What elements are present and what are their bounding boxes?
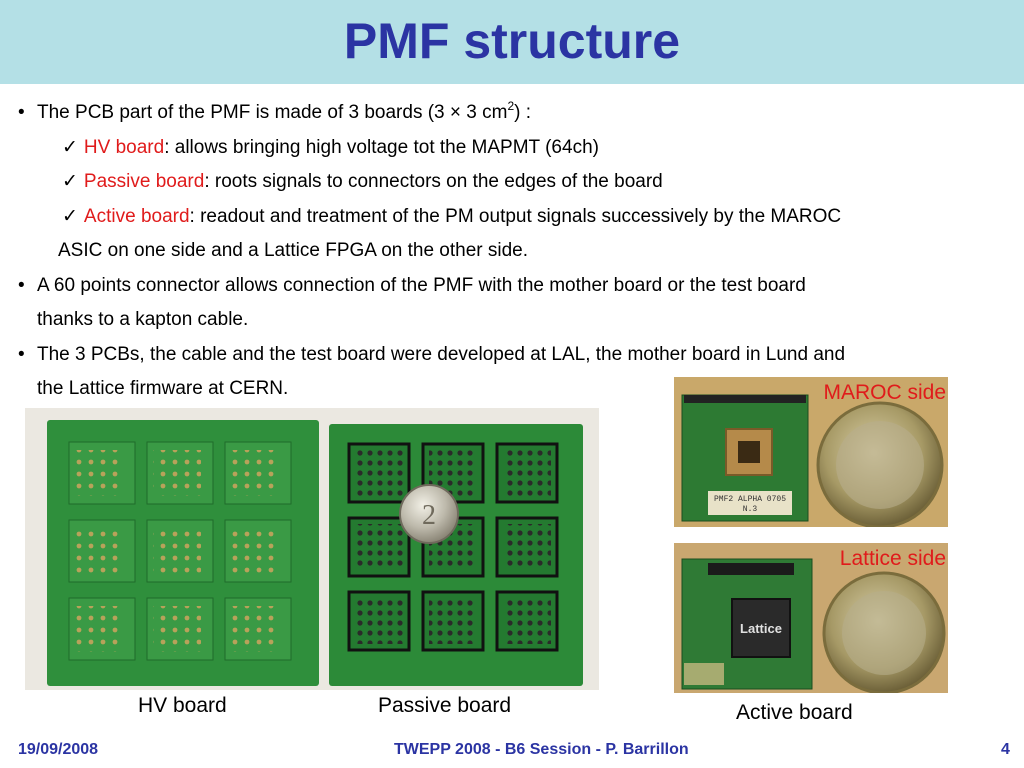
bullet-development: • The 3 PCBs, the cable and the test boa… — [18, 338, 1018, 373]
checkmark-icon: ✓ — [62, 205, 78, 227]
caption-passive-board: Passive board — [378, 694, 512, 717]
sub-item-hv-board: ✓HV board: allows bringing high voltage … — [62, 136, 599, 158]
lattice-chip — [731, 598, 791, 658]
caption-hv-board: HV board — [138, 694, 227, 717]
svg-text:N.3: N.3 — [743, 505, 758, 514]
checkmark-icon: ✓ — [62, 171, 78, 192]
bullet-dot: • — [18, 343, 25, 365]
maroc-side-label: MAROC side — [823, 381, 946, 404]
slide-title: PMF structure — [343, 13, 681, 69]
sub-item-active-board: ✓Active board: readout and treatment of … — [62, 205, 842, 227]
sub-item-passive-board: ✓Passive board: roots signals to connect… — [62, 171, 663, 192]
bullet-dot: • — [18, 274, 25, 296]
caption-active-board: Active board — [736, 701, 853, 724]
maroc-side-photo: PMF2 ALPHA 0705 N.3 MAROC side — [674, 377, 948, 527]
lattice-chip-text: Lattice — [740, 621, 782, 636]
hv-board-cells — [68, 441, 292, 661]
lattice-side-photo: Lattice Lattice side — [674, 543, 948, 693]
bullet-dot: • — [18, 102, 25, 123]
passive-board-cells — [347, 442, 559, 652]
lattice-side-label: Lattice side — [840, 547, 946, 570]
boards-photo: 2 — [25, 408, 599, 690]
footer-page-number: 4 — [1001, 741, 1010, 758]
footer-event: TWEPP 2008 - B6 Session - P. Barrillon — [394, 741, 689, 758]
coin-icon — [399, 484, 459, 544]
sub-item-active-board-continuation: ASIC on one side and a Lattice FPGA on t… — [58, 240, 529, 261]
slide-body: • The PCB part of the PMF is made of 3 b… — [18, 96, 1018, 407]
term-passive-board: Passive board — [83, 171, 205, 192]
title-band — [0, 0, 1024, 84]
footer-date: 19/09/2008 — [18, 741, 99, 758]
term-active-board: Active board — [83, 205, 190, 227]
bullet-development-continuation: the Lattice firmware at CERN. — [37, 378, 289, 399]
bullet-connector: • A 60 points connector allows connectio… — [18, 269, 1018, 304]
coin-value: 2 — [422, 500, 436, 531]
bullet-pcb: • The PCB part of the PMF is made of 3 b… — [18, 96, 1018, 131]
svg-text:PMF2 ALPHA 0705: PMF2 ALPHA 0705 — [714, 495, 786, 504]
checkmark-icon: ✓ — [62, 136, 78, 158]
bullet-connector-continuation: thanks to a kapton cable. — [37, 309, 249, 330]
maroc-chip — [725, 428, 773, 476]
term-hv-board: HV board — [83, 136, 165, 158]
